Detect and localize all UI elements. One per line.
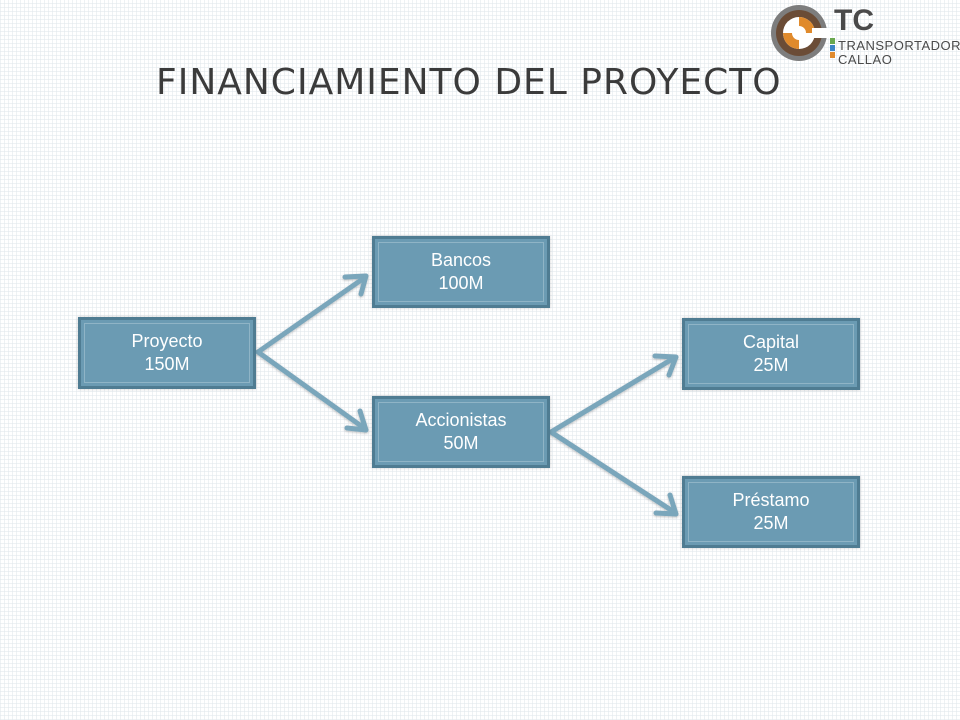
node-bancos: Bancos 100M <box>372 236 550 308</box>
node-proyecto-value: 150M <box>144 354 190 374</box>
node-accionistas-value: 50M <box>443 433 479 453</box>
node-capital-label: Capital <box>742 332 800 352</box>
node-accionistas: Accionistas 50M <box>372 396 550 468</box>
page-title: FINANCIAMIENTO DEL PROYECTO <box>156 62 782 103</box>
node-prestamo: Préstamo 25M <box>682 476 860 548</box>
node-bancos-label: Bancos <box>430 250 492 270</box>
node-bancos-value: 100M <box>438 273 484 293</box>
node-prestamo-label: Préstamo <box>732 490 810 510</box>
arrow-accionistas-prestamo <box>548 429 679 517</box>
logo-color-bars <box>830 38 836 64</box>
logo-initials: TC <box>834 4 874 37</box>
node-capital-value: 25M <box>753 355 789 375</box>
arrow-proyecto-bancos <box>255 273 369 355</box>
node-capital: Capital 25M <box>682 318 860 390</box>
node-proyecto-label: Proyecto <box>131 331 203 351</box>
node-proyecto: Proyecto 150M <box>78 317 256 389</box>
node-accionistas-label: Accionistas <box>415 410 507 430</box>
arrow-accionistas-capital <box>548 353 679 435</box>
node-prestamo-value: 25M <box>753 513 789 533</box>
logo-text-line1: TRANSPORTADORA <box>838 38 960 53</box>
arrow-proyecto-accionistas <box>255 349 369 433</box>
company-logo: TC TRANSPORTADORA CALLAO <box>766 0 960 68</box>
logo-text-line2: CALLAO <box>838 52 893 67</box>
logo-emblem-icon <box>771 5 830 61</box>
